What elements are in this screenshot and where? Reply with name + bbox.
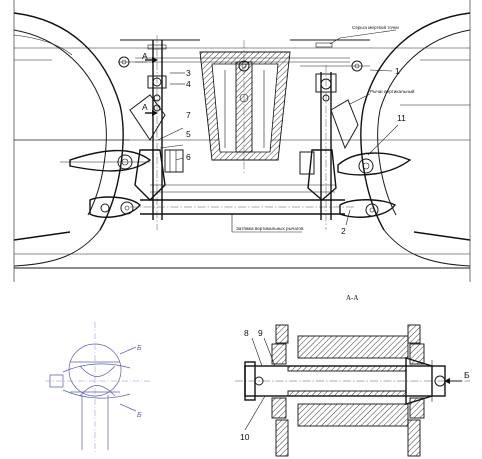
callout-A-top: А [142,51,148,61]
callout-B: Б [464,370,470,380]
callout-9: 9 [258,328,263,338]
left-upper-lever [60,149,152,172]
right-vertical-lever [299,65,359,230]
right-wheel [360,12,471,267]
leader-lines [157,29,399,233]
section-markers [145,57,158,116]
caption-tie-rod: Затяжка вертикальных рычагов [236,226,304,231]
tie-rod [130,184,355,215]
bolster [199,40,291,175]
callout-A-bottom: А [142,102,148,112]
main-view: А 3 4 А 7 5 6 1 11 2 Серьга мертвой точк… [13,0,471,282]
callout-6: 6 [186,152,191,162]
right-levers [300,60,412,218]
callout-7: 7 [186,110,191,120]
caption-dead-point: Серьга мертвой точки [352,24,399,30]
callout-5: 5 [186,129,191,139]
captions: Серьга мертвой точки Рычаг вертикальный … [236,24,415,231]
detail-b-label-bottom: Б [137,412,142,419]
callout-4: 4 [186,79,191,89]
callout-1: 1 [395,66,400,76]
detail-b-label-top: Б [137,345,142,352]
section-title: А-А [346,294,358,302]
callouts: А 3 4 А 7 5 6 1 11 2 [142,51,406,236]
left-vertical-lever [129,35,184,230]
left-wheel [13,12,130,267]
callout-2: 2 [341,226,346,236]
left-lower-lever [89,56,147,218]
caption-vertical-lever: Рычаг вертикальный [370,88,415,94]
detail-view-b: Б Б [45,322,150,452]
callout-3: 3 [186,68,191,78]
callout-11: 11 [397,113,406,123]
callout-10: 10 [240,432,250,442]
callout-8: 8 [244,328,249,338]
section-a-a-view: Б 8 9 10 [235,324,470,457]
